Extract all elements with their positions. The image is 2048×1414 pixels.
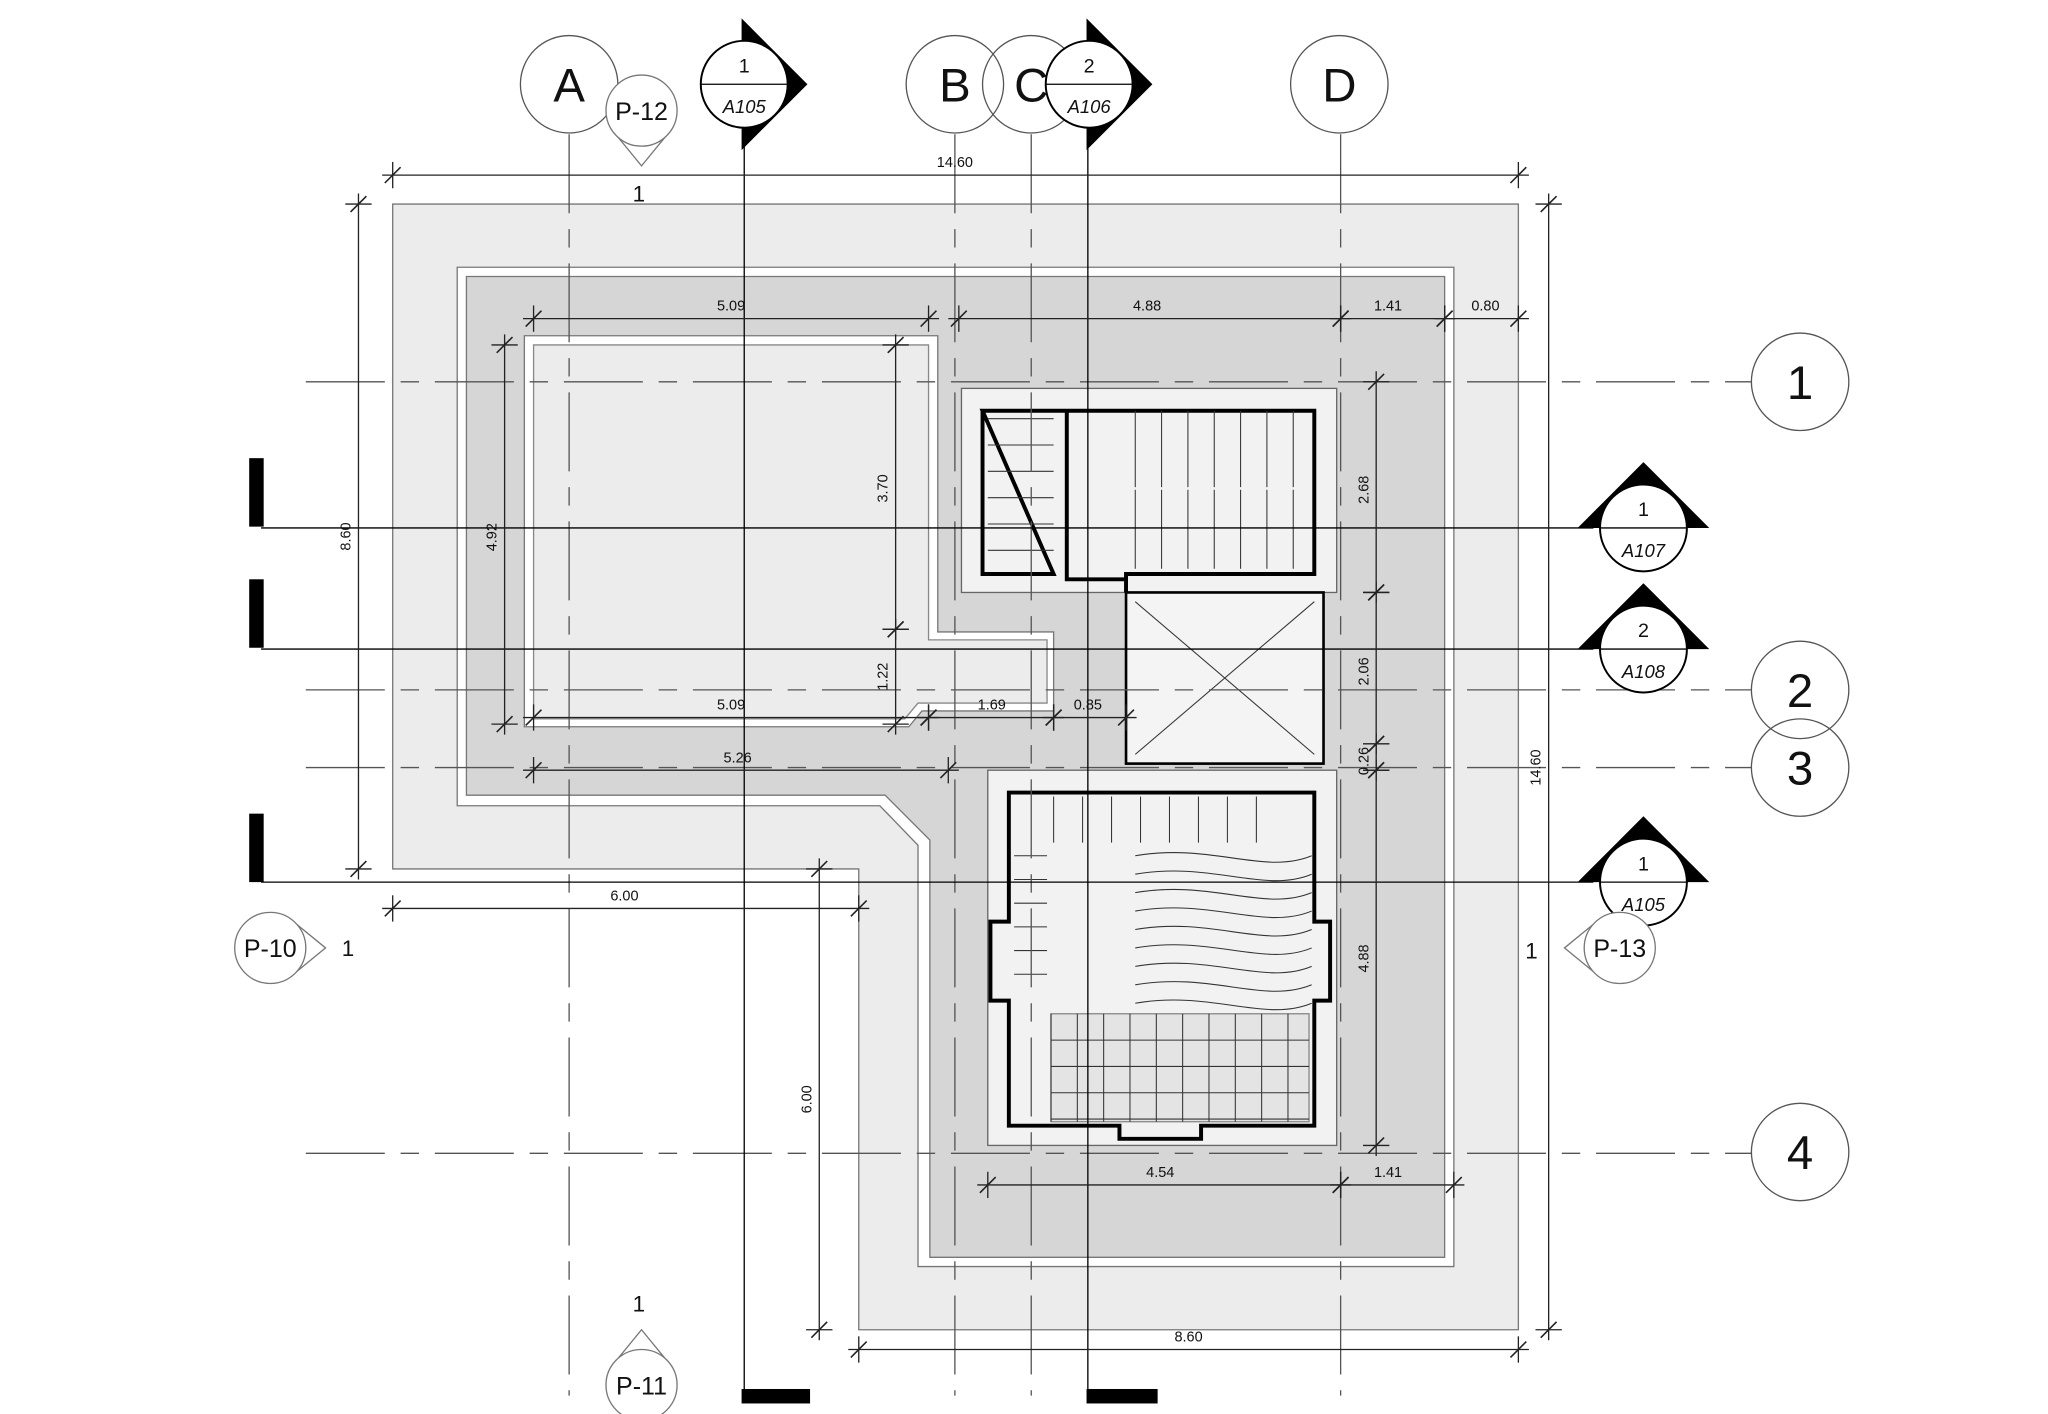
svg-text:0.26: 0.26: [1356, 747, 1372, 775]
svg-text:5.26: 5.26: [724, 750, 752, 766]
grid-bubble-4: 4: [1750, 1102, 1850, 1202]
dimension-overall_top: 14.60: [382, 155, 1529, 189]
section-number: 1: [739, 55, 750, 77]
svg-text:6.00: 6.00: [799, 1085, 815, 1113]
grid-bubble-d: D: [1289, 34, 1389, 134]
dimension-bottom_wing: 8.60: [848, 1330, 1529, 1363]
svg-text:0.80: 0.80: [1471, 299, 1499, 315]
svg-text:8.60: 8.60: [1174, 1330, 1202, 1346]
svg-text:4.92: 4.92: [485, 523, 501, 551]
svg-text:4.88: 4.88: [1133, 299, 1161, 315]
elevation-label: P-12: [615, 98, 668, 126]
svg-text:1.41: 1.41: [1374, 1165, 1402, 1181]
elevation-marker-p-10[interactable]: P-10 1: [234, 911, 354, 985]
svg-text:0.85: 0.85: [1074, 698, 1102, 714]
svg-text:2.68: 2.68: [1356, 476, 1372, 504]
svg-text:4.88: 4.88: [1356, 944, 1372, 972]
section-cut-bar: [741, 1388, 811, 1404]
sheet-reference: A106: [1067, 96, 1112, 117]
stair-steps: [987, 410, 1312, 1122]
grid-label: 3: [1787, 743, 1813, 796]
dimension-mid_a: 5.09: [523, 698, 940, 731]
section-number: 1: [1638, 499, 1649, 521]
section-lines: [261, 131, 1594, 1393]
svg-text:5.09: 5.09: [717, 299, 745, 315]
grid-bubble-a: A: [519, 34, 619, 134]
grid-bubble-2: 2: [1750, 640, 1850, 740]
svg-text:8.60: 8.60: [339, 522, 355, 550]
tiled-floor: [1050, 1013, 1310, 1123]
svg-text:1.69: 1.69: [978, 698, 1006, 714]
grid-label: 1: [1787, 357, 1813, 410]
elevation-label: P-10: [244, 935, 297, 963]
dimension-inner_v_b: 4.92: [485, 334, 518, 735]
grid-bubble-3: 3: [1750, 718, 1850, 817]
dimension-inner_top_d: 0.80: [1434, 299, 1529, 332]
grid-label: B: [939, 59, 971, 112]
section-number: 2: [1638, 620, 1649, 642]
grid-label: 2: [1787, 665, 1813, 718]
dimension-overall_right: 14.60: [1529, 193, 1562, 1341]
svg-text:2.06: 2.06: [1356, 657, 1372, 685]
section-number: 1: [1638, 853, 1649, 875]
section-cut-bar: [1086, 1388, 1158, 1404]
elevation-number: 1: [342, 936, 354, 961]
svg-text:5.09: 5.09: [717, 698, 745, 714]
elevation-number: 1: [1525, 938, 1537, 963]
dimension-inner_top_a: 5.09: [523, 299, 940, 332]
dimension-left_wing_width: 6.00: [382, 889, 870, 922]
grid-label: A: [553, 59, 585, 112]
elevation-marker-p-11[interactable]: P-11 1: [605, 1291, 678, 1414]
svg-text:1.22: 1.22: [876, 663, 892, 691]
elevation-marker-p-12[interactable]: P-12 1: [605, 74, 678, 206]
stair-upper-walls: [979, 408, 1317, 593]
grid-label: D: [1322, 59, 1356, 112]
dimension-mid_d: 5.26: [523, 750, 959, 784]
dimension-right_a: 2.68: [1356, 371, 1390, 603]
svg-text:14.60: 14.60: [937, 155, 973, 171]
sheet-reference: A105: [1621, 894, 1666, 915]
dimension-inner_v_c: 1.22: [876, 618, 909, 735]
grid-bubble-c: C: [981, 34, 1081, 134]
svg-text:14.60: 14.60: [1529, 749, 1545, 785]
elevation-number: 1: [633, 181, 645, 206]
grid-bubble-1: 1: [1750, 332, 1850, 432]
dimension-right_c: 0.26: [1356, 733, 1390, 781]
elevation-label: P-13: [1593, 935, 1646, 963]
elevation-label: P-11: [616, 1372, 667, 1400]
terrace-inner: [532, 344, 1048, 720]
section-cut-bar: [249, 579, 264, 648]
dimension-left_wing_depth: 6.00: [799, 858, 833, 1341]
section-number: 2: [1084, 55, 1095, 77]
elevation-number: 1: [633, 1291, 645, 1316]
section-cut-bar: [249, 458, 264, 527]
sheet-reference: A107: [1621, 540, 1666, 561]
svg-text:6.00: 6.00: [610, 889, 638, 905]
grid-label: 4: [1787, 1127, 1813, 1180]
sheet-reference: A105: [722, 96, 767, 117]
svg-text:1.41: 1.41: [1374, 299, 1402, 315]
dimension-right_d: 4.88: [1356, 759, 1390, 1156]
sheet-reference: A108: [1621, 661, 1666, 682]
svg-text:4.54: 4.54: [1146, 1165, 1174, 1181]
svg-text:3.70: 3.70: [876, 474, 892, 502]
elevation-marker-p-13[interactable]: P-13 1: [1525, 911, 1656, 985]
dimension-overall_left: 8.60: [339, 193, 372, 880]
dimension-mid_c: 0.85: [1043, 698, 1137, 731]
grid-bubble-b: B: [905, 34, 1005, 134]
stair-lower-walls: [988, 790, 1333, 1141]
section-cut-bar: [249, 813, 264, 883]
dimension-bottom_b: 1.41: [1330, 1165, 1465, 1199]
grid-label: C: [1014, 59, 1048, 112]
dimension-inner_v_a: 3.70: [876, 334, 909, 640]
stair-core-upper: [960, 387, 1338, 594]
